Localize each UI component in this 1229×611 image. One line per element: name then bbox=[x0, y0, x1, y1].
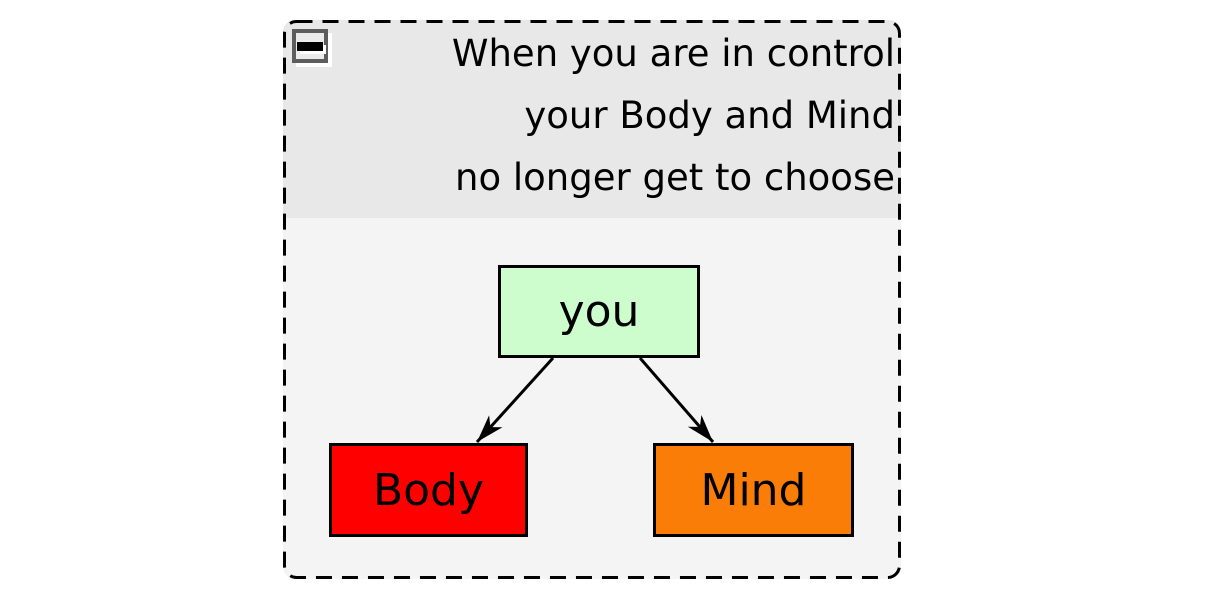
panel-title-line: When you are in control bbox=[451, 32, 895, 75]
edge-you-to-mind bbox=[638, 357, 715, 443]
node-body[interactable]: Body bbox=[329, 443, 528, 537]
panel-title-line: no longer get to choose bbox=[455, 156, 895, 199]
node-you[interactable]: you bbox=[498, 265, 700, 358]
node-you-label: you bbox=[558, 286, 640, 337]
panel-title: When you are in control your Body and Mi… bbox=[452, 23, 895, 209]
node-body-label: Body bbox=[372, 464, 485, 516]
collapse-button[interactable] bbox=[292, 29, 328, 63]
node-mind-label: Mind bbox=[700, 464, 807, 516]
panel-title-line: your Body and Mind bbox=[524, 94, 895, 137]
collapsible-panel: When you are in control your Body and Mi… bbox=[283, 20, 901, 579]
node-mind[interactable]: Mind bbox=[653, 443, 854, 537]
minus-icon bbox=[297, 41, 323, 51]
edge-you-to-body bbox=[475, 356, 555, 444]
